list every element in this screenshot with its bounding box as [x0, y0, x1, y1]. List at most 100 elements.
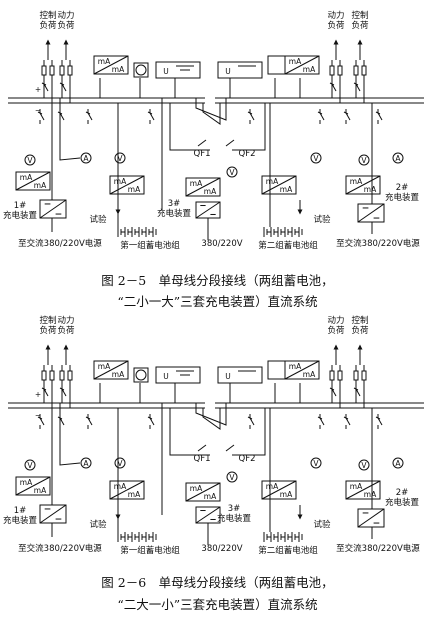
bus-tie-2 — [202, 408, 221, 430]
load-left-1-label-line2: 负荷 — [57, 325, 75, 336]
branch-switch-7-mark — [375, 416, 381, 420]
battery2-monitor-ma2: mA — [280, 185, 293, 194]
charger3-unit-diag — [195, 201, 221, 219]
charger1-label-line1: 1# — [14, 506, 27, 516]
charger3-unit-diag — [195, 506, 221, 524]
battery1-voltmeter-letter: V — [117, 154, 123, 163]
load-left-1-label: 动力负荷 — [57, 10, 75, 31]
bus-plus-sign: + — [35, 85, 41, 94]
qf2-blade — [225, 444, 235, 452]
charger2-label-line1: 2# — [396, 488, 409, 498]
test-right-label: 试验 — [313, 519, 331, 530]
branch-switch-7-mark — [375, 111, 381, 115]
branch-switch-1-mark — [57, 111, 63, 115]
charger1-label-line2: 充电装置 — [3, 210, 38, 221]
load-right-1-switch-mark — [353, 387, 359, 391]
battery2-voltmeter — [310, 457, 322, 469]
load-left-0-switch — [43, 388, 49, 397]
branch-switch-4-mark — [247, 111, 253, 115]
caption-2-5-line1: 图 2－5 单母线分段接线（两组蓄电池， — [101, 273, 334, 288]
qf1-path — [169, 103, 210, 151]
charger1-unit-diag — [39, 199, 67, 219]
charger2-label-line2: 充电装置 — [385, 497, 420, 508]
branch-switch-2-mark — [85, 111, 91, 115]
bus-minus-sign: − — [35, 106, 41, 115]
charger2-label: 2#充电装置 — [385, 183, 420, 203]
load-right-0-fuse-b — [337, 370, 343, 381]
branch-switch-5 — [319, 112, 325, 121]
load-left-1-label-line2: 负荷 — [57, 20, 75, 31]
battery1-label: 第一组蓄电池组 — [120, 545, 180, 556]
load-left-0-switch-mark — [41, 82, 47, 86]
charger1-unit-diag — [39, 504, 67, 524]
battery1-monitor-ma1: mA — [114, 177, 127, 186]
battery2-monitor-ma1: mA — [266, 177, 279, 186]
charger2-unit-diag — [357, 508, 385, 528]
battery2-monitor-diag — [261, 480, 297, 500]
charger2-voltmeter-letter: V — [361, 156, 367, 165]
monitor-top-right-ma2: mA — [303, 65, 316, 74]
charger3-label-line1: 3# — [168, 199, 181, 209]
charger1-voltmeter — [24, 459, 36, 471]
ac-source-right: 至交流380/220V电源 — [336, 543, 420, 554]
charger3-label: 3#充电装置 — [157, 199, 192, 219]
charger2-monitor-diag — [345, 175, 381, 195]
caption-2-6-line1: 图 2－6 单母线分段接线（两组蓄电池， — [101, 575, 334, 590]
qf2-path — [232, 103, 266, 151]
charger3-monitor-ma2: mA — [204, 492, 217, 501]
load-right-1-label-line2: 负荷 — [351, 325, 369, 336]
charger3-monitor-diag — [185, 177, 221, 197]
branch-switch-0 — [39, 417, 45, 426]
charger3-label-line2: 充电装置 — [217, 513, 252, 524]
charger1-label-line2: 充电装置 — [3, 515, 38, 526]
charger2-label-line2: 充电装置 — [385, 192, 420, 203]
load-left-1-switch-mark — [59, 387, 65, 391]
monitor-top-left-ma1: mA — [98, 362, 111, 371]
test-right-label: 试验 — [313, 214, 331, 225]
load-left-1-switch-mark — [59, 82, 65, 86]
meter-top-left-ring — [135, 369, 147, 381]
load-left-0-label-line1: 控制 — [39, 315, 56, 326]
branch-switch-7 — [377, 417, 383, 426]
qf1-label: QF1 — [194, 454, 211, 464]
ac-source-left: 至交流380/220V电源 — [18, 238, 102, 249]
charger2-voltmeter — [358, 459, 370, 471]
load-right-0-label-line2: 负荷 — [327, 20, 345, 31]
monitor-top-left-ma2: mA — [112, 370, 125, 379]
test-left-label: 试验 — [89, 214, 107, 225]
branch-switch-4 — [249, 417, 255, 426]
charger1-feed2 — [59, 403, 81, 466]
load-left-0-label-line2: 负荷 — [39, 325, 57, 336]
charger2-monitor-ma1: mA — [350, 482, 363, 491]
bus-tie — [195, 98, 227, 121]
load-right-1-label: 控制负荷 — [351, 10, 369, 31]
load-right-1-fuse-a — [353, 65, 359, 76]
load-left-0-fuse-b — [49, 370, 55, 381]
charger1-voltmeter-letter: V — [27, 156, 33, 165]
load-right-1-switch — [355, 83, 361, 92]
charger2-monitor-ma2: mA — [364, 490, 377, 499]
load-left-0-switch — [43, 83, 49, 92]
branch-switch-1 — [59, 112, 65, 121]
voltage-monitor-left-u: U — [163, 67, 169, 76]
qf1-label: QF1 — [194, 149, 211, 159]
branch-switch-5-mark — [317, 416, 323, 420]
charger3-monitor-diag — [185, 482, 221, 502]
branch-switch-4 — [249, 112, 255, 121]
charger1-label-line1: 1# — [14, 201, 27, 211]
battery2-monitor-ma2: mA — [280, 490, 293, 499]
load-right-1-fuse-a — [353, 370, 359, 381]
load-left-1-fuse-a — [59, 370, 65, 381]
load-right-0-label-line2: 负荷 — [327, 325, 345, 336]
charger3-voltmeter — [226, 166, 238, 178]
charger1-monitor-ma2: mA — [34, 486, 47, 495]
load-right-0-fuse-a — [329, 370, 335, 381]
battery2-label: 第二组蓄电池组 — [258, 545, 318, 556]
charger2-unit-diag — [357, 203, 385, 223]
charger2-ammeter-letter: A — [395, 459, 401, 468]
qf2-label: QF2 — [239, 149, 256, 159]
charger1-ammeter-letter: A — [83, 154, 89, 163]
qf1-blade — [197, 444, 207, 452]
